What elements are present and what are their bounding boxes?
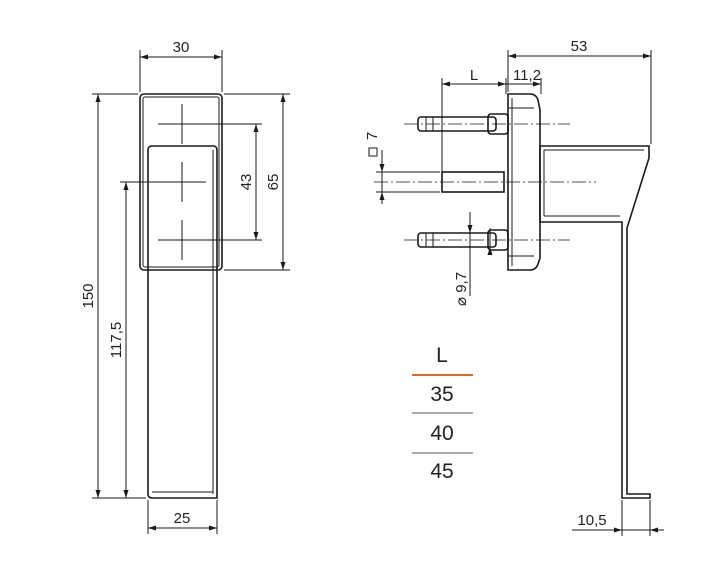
dim-rosette-height-label: 65	[265, 174, 282, 191]
dim-offset-label: 11,2	[513, 67, 541, 84]
dim-screw-diameter: ⌀ 9,7	[453, 212, 493, 306]
dim-width-top: 30	[139, 39, 223, 92]
dim-offset: 11,2	[505, 67, 542, 94]
length-table-value: 35	[430, 383, 453, 406]
screw-bottom-side	[404, 229, 570, 251]
dim-length-L-label: L	[470, 67, 478, 84]
dim-height-lower: 117,5	[108, 181, 176, 498]
length-table-value: 40	[430, 422, 453, 445]
length-table: L 35 40 45	[412, 344, 473, 483]
dim-width-top-label: 30	[173, 39, 190, 56]
dim-length-L: L	[441, 67, 506, 172]
dim-square-spindle: 7	[364, 132, 440, 204]
square-symbol-icon	[368, 147, 378, 157]
spindle-side	[374, 171, 596, 193]
dim-bottom-offset: 10,5	[572, 500, 664, 536]
dim-hole-spacing: 43	[188, 123, 262, 241]
dim-depth-total: 53	[507, 38, 652, 144]
dim-depth-total-label: 53	[571, 38, 588, 55]
screw-top-side	[404, 113, 570, 135]
dim-height-lower-label: 117,5	[108, 322, 125, 358]
front-view: 30 25 150 117,5	[80, 39, 290, 534]
length-table-header: L	[436, 344, 448, 367]
dim-hole-spacing-label: 43	[238, 174, 255, 191]
side-view: L 11,2 53 7	[364, 38, 664, 536]
length-table-value: 45	[430, 460, 453, 483]
dim-bottom-offset-label: 10,5	[577, 512, 606, 529]
side-lever-outline	[539, 145, 651, 499]
side-rosette-outline	[507, 93, 541, 271]
dim-width-bottom-label: 25	[174, 510, 191, 527]
dim-screw-diameter-label: ⌀ 9,7	[453, 272, 470, 306]
dim-height-total: 150	[80, 93, 146, 499]
dim-height-total-label: 150	[80, 283, 97, 308]
dim-rosette-height: 65	[224, 93, 290, 271]
dim-square-spindle-label: 7	[364, 132, 381, 140]
handle-grip-outline	[147, 145, 218, 499]
dim-width-bottom: 25	[147, 500, 218, 534]
